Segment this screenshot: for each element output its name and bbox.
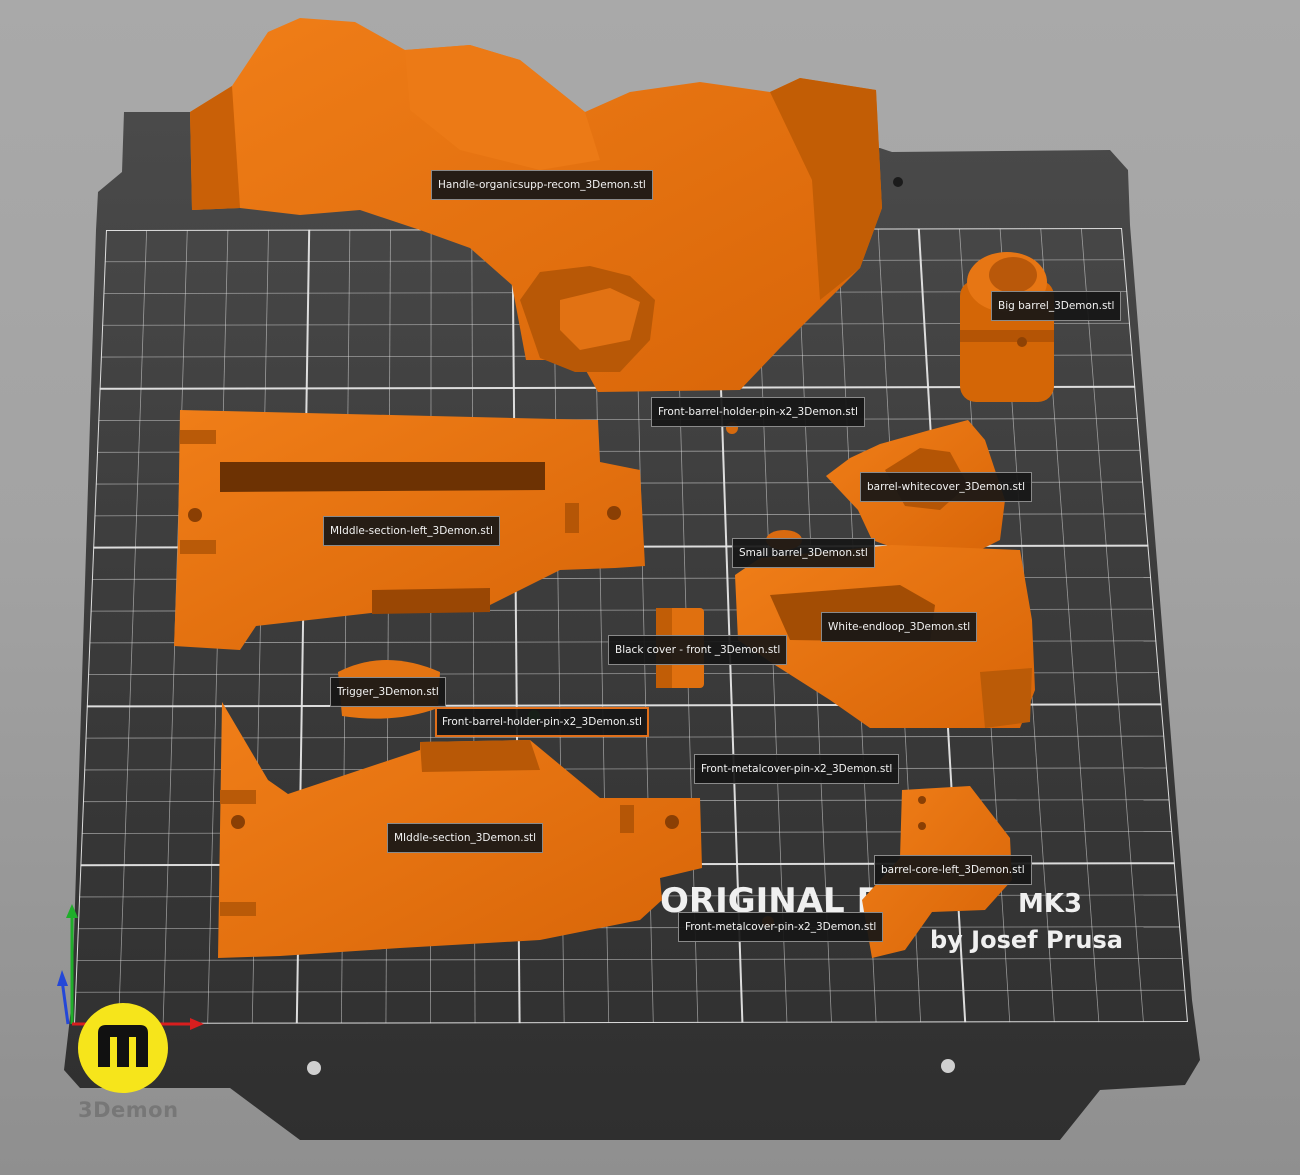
object-label-black-cover-front[interactable]: Black cover - front _3Demon.stl [608,635,788,665]
bed-screw-hole [941,1059,955,1073]
object-label-middle-section[interactable]: MIddle-section_3Demon.stl [387,823,544,853]
grid-line [84,767,1167,771]
brand-logo-icon [78,1003,168,1093]
object-label-front-barrel-holder-pin[interactable]: Front-barrel-holder-pin-x2_3Demon.stl [651,397,865,427]
model-handle[interactable] [190,18,882,392]
grid-line [1080,228,1144,1023]
object-label-front-metalcover-pin-2[interactable]: Front-metalcover-pin-x2_3Demon.stl [678,912,884,942]
grid-line [1121,228,1188,1023]
object-label-middle-section-left[interactable]: MIddle-section-left_3Demon.stl [323,516,500,546]
x-axis-arrow [190,1018,204,1030]
y-axis-arrow [66,904,78,918]
object-label-front-barrel-holder-pin-selected[interactable]: Front-barrel-holder-pin-x2_3Demon.stl [435,707,649,737]
object-label-barrel-whitecover[interactable]: barrel-whitecover_3Demon.stl [860,472,1033,502]
object-label-white-endloop[interactable]: White-endloop_3Demon.stl [821,612,978,642]
object-label-barrel-core-left[interactable]: barrel-core-left_3Demon.stl [874,855,1032,885]
m-logo-icon [98,1025,148,1067]
object-label-big-barrel[interactable]: Big barrel_3Demon.stl [991,291,1122,321]
object-label-handle[interactable]: Handle-organicsupp-recom_3Demon.stl [431,170,653,200]
bed-print-subtitle: by Josef Prusa [930,926,1123,954]
bed-screw-hole [893,177,903,187]
bed-print-text-b: MK3 [1018,889,1082,919]
object-label-trigger[interactable]: Trigger_3Demon.stl [330,677,446,707]
grid-line [118,229,148,1024]
brand-name: 3Demon [78,1098,179,1122]
grid-line [75,989,1186,993]
z-axis-line [60,979,70,1025]
grid-line [74,229,107,1024]
object-label-front-metalcover-pin[interactable]: Front-metalcover-pin-x2_3Demon.stl [694,754,900,784]
object-label-small-barrel[interactable]: Small barrel_3Demon.stl [732,538,875,568]
grid-line [85,735,1165,739]
model-big-barrel[interactable] [960,252,1054,402]
bed-screw-hole [307,1061,321,1075]
grid-line [76,958,1183,961]
z-axis-arrow [57,970,68,986]
brand-logo: 3Demon [78,1003,178,1133]
